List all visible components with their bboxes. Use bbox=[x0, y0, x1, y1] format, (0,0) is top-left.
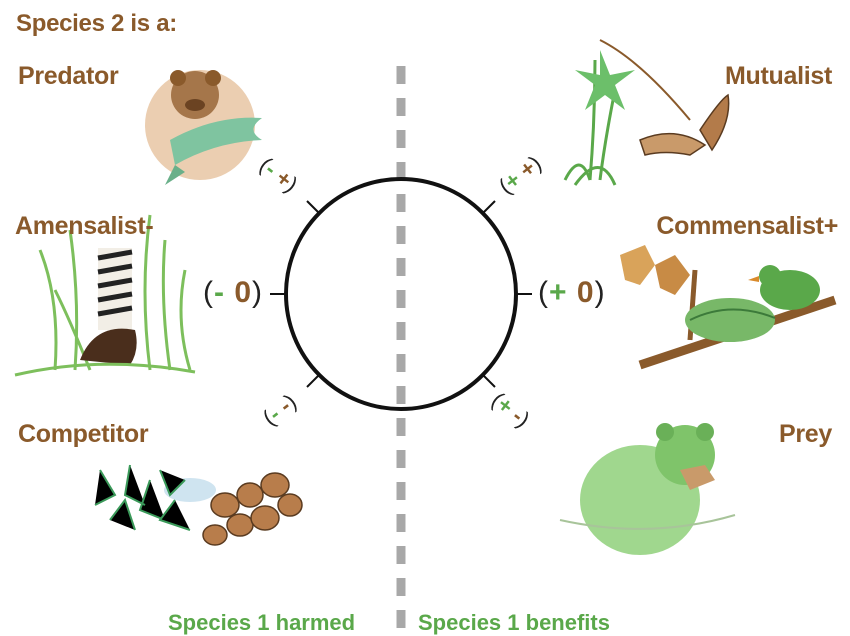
label-commensalist: Commensalist+ bbox=[656, 212, 838, 241]
pair-left-mid-b: 0 bbox=[234, 276, 252, 309]
label-predator: Predator bbox=[18, 62, 118, 91]
tick-top-right bbox=[483, 201, 495, 213]
orchid-and-moth-icon bbox=[565, 40, 729, 185]
bird-on-nest-icon bbox=[620, 245, 835, 365]
label-amensalist: Amensalist- bbox=[15, 212, 153, 241]
pair-right-mid-a: + bbox=[549, 276, 568, 309]
pair-left-mid-a: - bbox=[214, 276, 225, 309]
bear-with-fish-icon bbox=[145, 70, 262, 185]
page-title: Species 2 is a: bbox=[16, 10, 177, 38]
tick-top-left bbox=[307, 201, 319, 213]
tick-bottom-right bbox=[483, 375, 495, 387]
footer-harmed: Species 1 harmed bbox=[168, 610, 355, 636]
tick-bottom-left bbox=[307, 375, 319, 387]
footer-benefits: Species 1 benefits bbox=[418, 610, 610, 636]
label-prey: Prey bbox=[779, 420, 832, 449]
pair-right-mid-b: 0 bbox=[577, 276, 595, 309]
label-mutualist: Mutualist bbox=[725, 62, 832, 91]
mossy-bear-cub-icon bbox=[560, 423, 735, 555]
sea-anemones-icon bbox=[95, 465, 302, 545]
label-competitor: Competitor bbox=[18, 420, 148, 449]
pair-left-mid: (- 0) bbox=[203, 276, 263, 310]
pair-right-mid: (+ 0) bbox=[538, 276, 606, 310]
